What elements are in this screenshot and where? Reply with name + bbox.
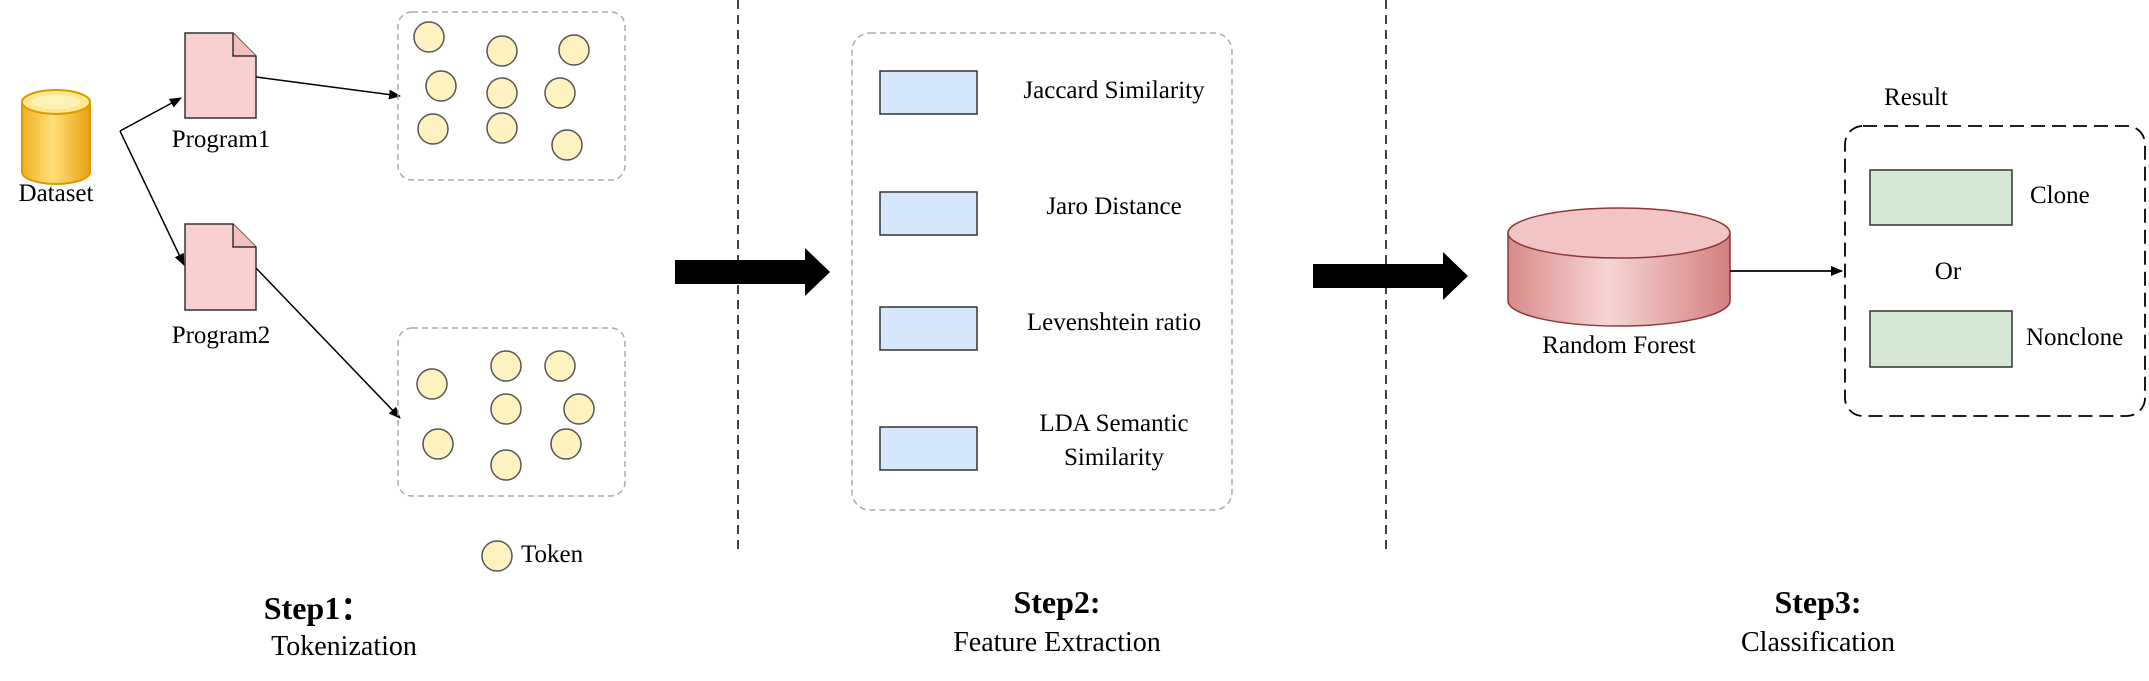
step1-to-step2-arrow xyxy=(675,248,830,296)
feature-label-levenshtein: Levenshtein ratio xyxy=(1026,309,1202,336)
feature-box-lda xyxy=(879,426,978,471)
step3-title: Step3: xyxy=(1774,584,1862,620)
token-group-1-tokens xyxy=(413,21,590,161)
token xyxy=(551,129,583,161)
token xyxy=(416,368,448,400)
clone-label: Clone xyxy=(2030,182,2090,209)
dataset-to-program1-arrow xyxy=(119,97,182,132)
token xyxy=(544,350,576,382)
step2-title: Step2: xyxy=(1013,584,1101,620)
program2-label: Program2 xyxy=(171,322,271,349)
token-group-2-tokens xyxy=(416,350,595,481)
token xyxy=(550,428,582,460)
token xyxy=(544,77,576,109)
feature-group xyxy=(851,32,1233,511)
step3-subtitle: Classification xyxy=(1741,627,1895,658)
token xyxy=(417,113,449,145)
dataset-database-icon xyxy=(21,89,91,185)
token xyxy=(490,449,522,481)
token xyxy=(422,428,454,460)
token-group-1 xyxy=(397,11,626,181)
token xyxy=(486,77,518,109)
token xyxy=(413,21,445,53)
program1-document-icon xyxy=(184,32,257,119)
step2-to-step3-arrow xyxy=(1313,252,1468,300)
token xyxy=(490,350,522,382)
program2-to-tokens-arrow xyxy=(255,267,401,419)
token xyxy=(486,112,518,144)
feature-label-jaccard: Jaccard Similarity xyxy=(1023,77,1205,104)
nonclone-label: Nonclone xyxy=(2026,324,2124,351)
program1-label: Program1 xyxy=(171,126,271,153)
step1-subtitle: Tokenization xyxy=(271,631,417,662)
random-forest-cylinder-icon xyxy=(1507,207,1731,327)
step2-subtitle: Feature Extraction xyxy=(953,627,1161,658)
feature-label-lda: LDA Semantic Similarity xyxy=(1039,410,1189,471)
token-legend-label: Token xyxy=(521,541,584,568)
dataset-to-program2-arrow xyxy=(119,130,185,266)
token xyxy=(486,35,518,67)
or-label: Or xyxy=(1934,258,1962,285)
result-group xyxy=(1844,125,2146,417)
dataset-label: Dataset xyxy=(18,180,94,207)
step1-title: Step1： xyxy=(263,590,373,626)
feature-box-levenshtein xyxy=(879,306,978,351)
program1-to-tokens-arrow xyxy=(255,76,401,100)
feature-box-jaro xyxy=(879,191,978,236)
token xyxy=(558,34,590,66)
feature-box-jaccard xyxy=(879,70,978,115)
token-group-2 xyxy=(397,327,626,497)
token-legend-icon xyxy=(481,540,513,572)
token xyxy=(490,393,522,425)
nonclone-box xyxy=(1869,310,2013,368)
clone-box xyxy=(1869,169,2013,226)
program2-document-icon xyxy=(184,223,257,311)
token xyxy=(563,393,595,425)
token xyxy=(425,70,457,102)
feature-label-jaro: Jaro Distance xyxy=(1046,193,1182,220)
result-label: Result xyxy=(1884,84,1948,111)
random-forest-label: Random Forest xyxy=(1542,332,1696,359)
